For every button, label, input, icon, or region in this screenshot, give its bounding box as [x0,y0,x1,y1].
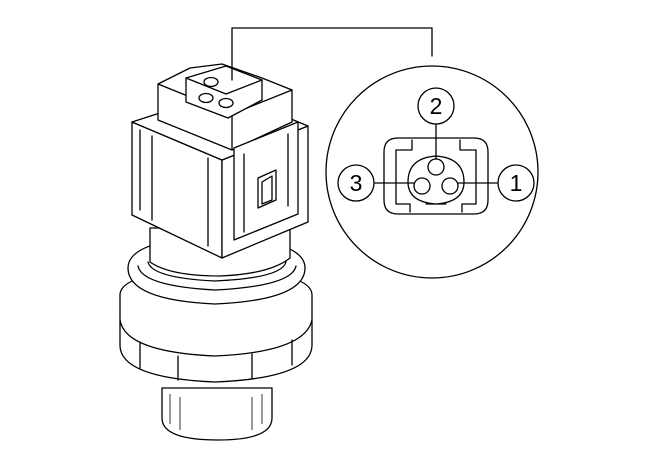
connector-housing [131,63,309,277]
pin-label-3: 3 [350,170,363,196]
pin-hole-left [198,92,214,104]
pin-label-2: 2 [430,93,443,119]
pin-2-hole [427,158,445,176]
pin-label-1: 1 [510,170,523,196]
leader-line [231,27,433,81]
pin-hole-top [203,76,219,88]
pin-hole-right [218,97,234,109]
callout-pin-1 [497,164,535,202]
callout-pin-3 [337,164,375,202]
pin-detail-view: 2 3 1 [325,65,539,279]
pin-3-hole [413,177,431,195]
pin-1-hole [441,177,459,195]
callout-pin-2 [417,87,455,125]
